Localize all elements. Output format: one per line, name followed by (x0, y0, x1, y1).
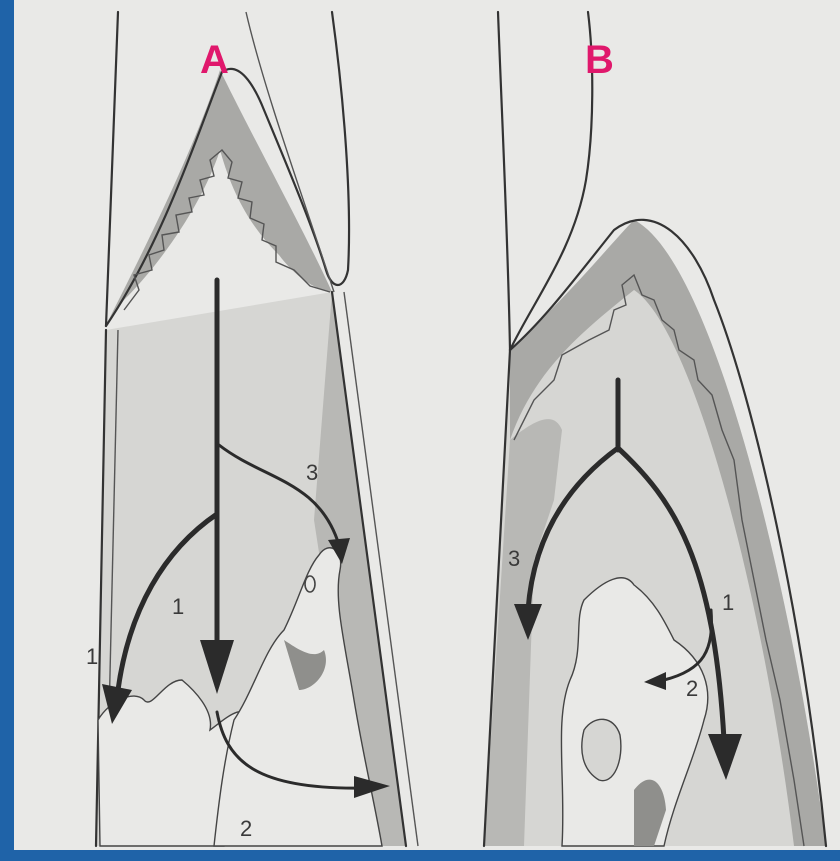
panel-a-outer-line-left (106, 12, 118, 326)
panel-a-number-bottom: 2 (240, 818, 252, 840)
panel-a-label: A (200, 40, 229, 80)
panel-a-number-center: 1 (172, 596, 184, 618)
panel-b-drawing (484, 12, 826, 846)
panel-a-drawing (96, 12, 418, 846)
illustration-frame: A B 1 1 2 3 3 1 2 (14, 0, 840, 850)
panel-b-label: B (585, 40, 614, 80)
panel-a-number-left: 1 (86, 646, 98, 668)
panel-b-number-small: 2 (686, 678, 698, 700)
tooth-diagram (14, 0, 840, 850)
panel-b-crown-line-left (498, 12, 510, 350)
panel-b-number-left: 3 (508, 548, 520, 570)
panel-b-number-right: 1 (722, 592, 734, 614)
panel-a-number-right: 3 (306, 462, 318, 484)
